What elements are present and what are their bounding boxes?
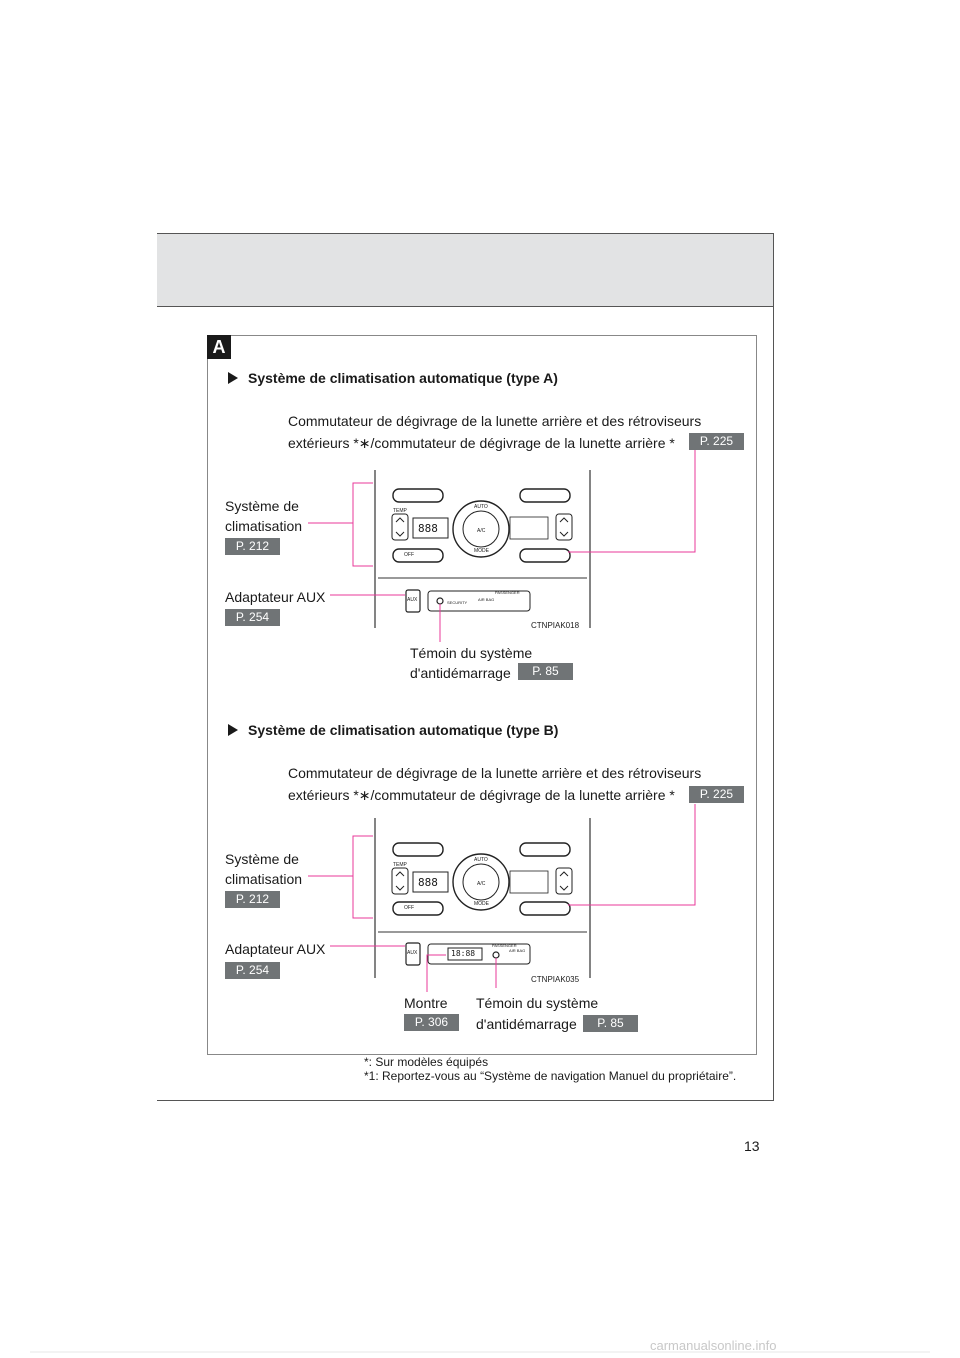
header-band bbox=[157, 233, 774, 307]
image-code-b: CTNPIAK035 bbox=[531, 975, 580, 984]
immobilizer-label-b-line2: d'antidémarrage bbox=[476, 1016, 577, 1032]
climate-label-b-line2: climatisation bbox=[225, 871, 303, 887]
recirc-button[interactable] bbox=[519, 548, 571, 563]
recirc-button-b[interactable] bbox=[519, 901, 571, 916]
clock-display bbox=[447, 947, 483, 961]
page-ref-badge[interactable]: P. 85 bbox=[583, 1015, 638, 1032]
footnote-equipped: *: Sur modèles équipés bbox=[364, 1055, 489, 1069]
off-button-b[interactable] bbox=[392, 901, 444, 916]
immobilizer-label-b-line1: Témoin du système bbox=[476, 995, 599, 1011]
panel-off-a: OFF bbox=[404, 552, 414, 558]
watermark: carmanualsonline.info bbox=[650, 1338, 777, 1353]
security-indicator-light bbox=[436, 597, 444, 605]
fan-rocker-b[interactable] bbox=[555, 867, 573, 895]
page-edge-line bbox=[773, 233, 774, 1101]
ac-knob[interactable] bbox=[462, 510, 500, 548]
panel-ac-a: A/C bbox=[477, 528, 486, 534]
aux-label-a: Adaptateur AUX bbox=[225, 589, 326, 605]
climate-panel-a bbox=[374, 470, 591, 628]
immobilizer-label-a-line1: Témoin du système bbox=[410, 645, 533, 661]
off-button[interactable] bbox=[392, 548, 444, 563]
fan-rocker[interactable] bbox=[555, 513, 573, 541]
climate-panel-b bbox=[374, 818, 591, 978]
climate-label-a-line2: climatisation bbox=[225, 518, 303, 534]
section-title-type-a: Système de climatisation automatique (ty… bbox=[228, 370, 558, 386]
page-ref-badge[interactable]: P. 254 bbox=[225, 609, 280, 626]
page-ref-badge[interactable]: P. 212 bbox=[225, 538, 280, 555]
fan-indicator bbox=[509, 516, 549, 540]
defrost-label-b-line2: extérieurs *∗/commutateur de dégivrage d… bbox=[288, 787, 675, 803]
defrost-label-a-line2: extérieurs *∗/commutateur de dégivrage d… bbox=[288, 435, 675, 451]
page-ref-badge[interactable]: P. 212 bbox=[225, 891, 280, 908]
panel-temp-a: TEMP bbox=[393, 508, 407, 514]
aux-label-b: Adaptateur AUX bbox=[225, 941, 326, 957]
front-defrost-button-b[interactable] bbox=[392, 842, 444, 857]
panel-auto-b: AUTO bbox=[474, 857, 488, 863]
defrost-label-b-line1: Commutateur de dégivrage de la lunette a… bbox=[288, 765, 702, 781]
panel-passenger-b: PASSENGER bbox=[492, 943, 517, 948]
page-ref-badge[interactable]: P. 306 bbox=[404, 1014, 459, 1031]
panel-ac-b: A/C bbox=[477, 881, 486, 887]
panel-temp-b: TEMP bbox=[393, 862, 407, 868]
panel-auto-a: AUTO bbox=[474, 504, 488, 510]
defrost-label-a-line1: Commutateur de dégivrage de la lunette a… bbox=[288, 413, 702, 429]
front-defrost-button[interactable] bbox=[392, 488, 444, 503]
indicator-strip bbox=[427, 590, 531, 612]
page-ref-badge[interactable]: P. 254 bbox=[225, 962, 280, 979]
page-ref-badge[interactable]: P. 85 bbox=[518, 663, 573, 680]
section-title-type-b: Système de climatisation automatique (ty… bbox=[228, 722, 558, 738]
panel-aux-b: AUX bbox=[407, 950, 418, 956]
panel-off-b: OFF bbox=[404, 905, 414, 911]
panel-mode-b: MODE bbox=[474, 901, 489, 907]
panel-airbag-b: AIR BAG bbox=[509, 948, 526, 953]
panel-security-a: SECURITY bbox=[447, 600, 468, 605]
footnote-navigation: *1: Reportez-vous au “Système de navigat… bbox=[364, 1069, 737, 1083]
content-frame bbox=[207, 335, 757, 1055]
panel-clock-display: 18:88 bbox=[451, 949, 476, 958]
fan-indicator-b bbox=[509, 870, 549, 894]
temp-display-b bbox=[412, 871, 449, 893]
temp-rocker[interactable] bbox=[391, 513, 409, 541]
climate-label-b-line1: Système de bbox=[225, 851, 299, 867]
temp-display bbox=[412, 517, 449, 539]
footer-rule bbox=[157, 1100, 774, 1101]
aux-port-b[interactable] bbox=[405, 942, 421, 966]
aux-port[interactable] bbox=[405, 589, 421, 613]
immobilizer-label-a-line2: d'antidémarrage bbox=[410, 665, 511, 681]
panel-aux-a: AUX bbox=[407, 597, 418, 603]
page-ref-badge[interactable]: P. 225 bbox=[689, 786, 744, 803]
section-letter-tag: A bbox=[207, 335, 231, 359]
panel-passenger-a: PASSENGER bbox=[495, 590, 520, 595]
arrow-right-icon bbox=[228, 372, 238, 384]
rear-defrost-button[interactable] bbox=[519, 488, 571, 503]
clock-label-b: Montre bbox=[404, 995, 448, 1011]
panel-airbag-a: AIR BAG bbox=[478, 597, 495, 602]
panel-mode-a: MODE bbox=[474, 548, 489, 554]
security-indicator-light-b bbox=[492, 951, 500, 959]
page-number: 13 bbox=[744, 1138, 760, 1154]
image-code-a: CTNPIAK018 bbox=[531, 621, 580, 630]
panel-display-b: 888 bbox=[418, 876, 438, 889]
page-ref-badge[interactable]: P. 225 bbox=[689, 433, 744, 450]
leader-lines bbox=[308, 450, 696, 992]
climate-label-a-line1: Système de bbox=[225, 498, 299, 514]
arrow-right-icon bbox=[228, 724, 238, 736]
panel-display-a: 888 bbox=[418, 522, 438, 535]
temp-rocker-b[interactable] bbox=[391, 867, 409, 895]
ac-knob-b[interactable] bbox=[462, 863, 500, 901]
rear-defrost-button-b[interactable] bbox=[519, 842, 571, 857]
